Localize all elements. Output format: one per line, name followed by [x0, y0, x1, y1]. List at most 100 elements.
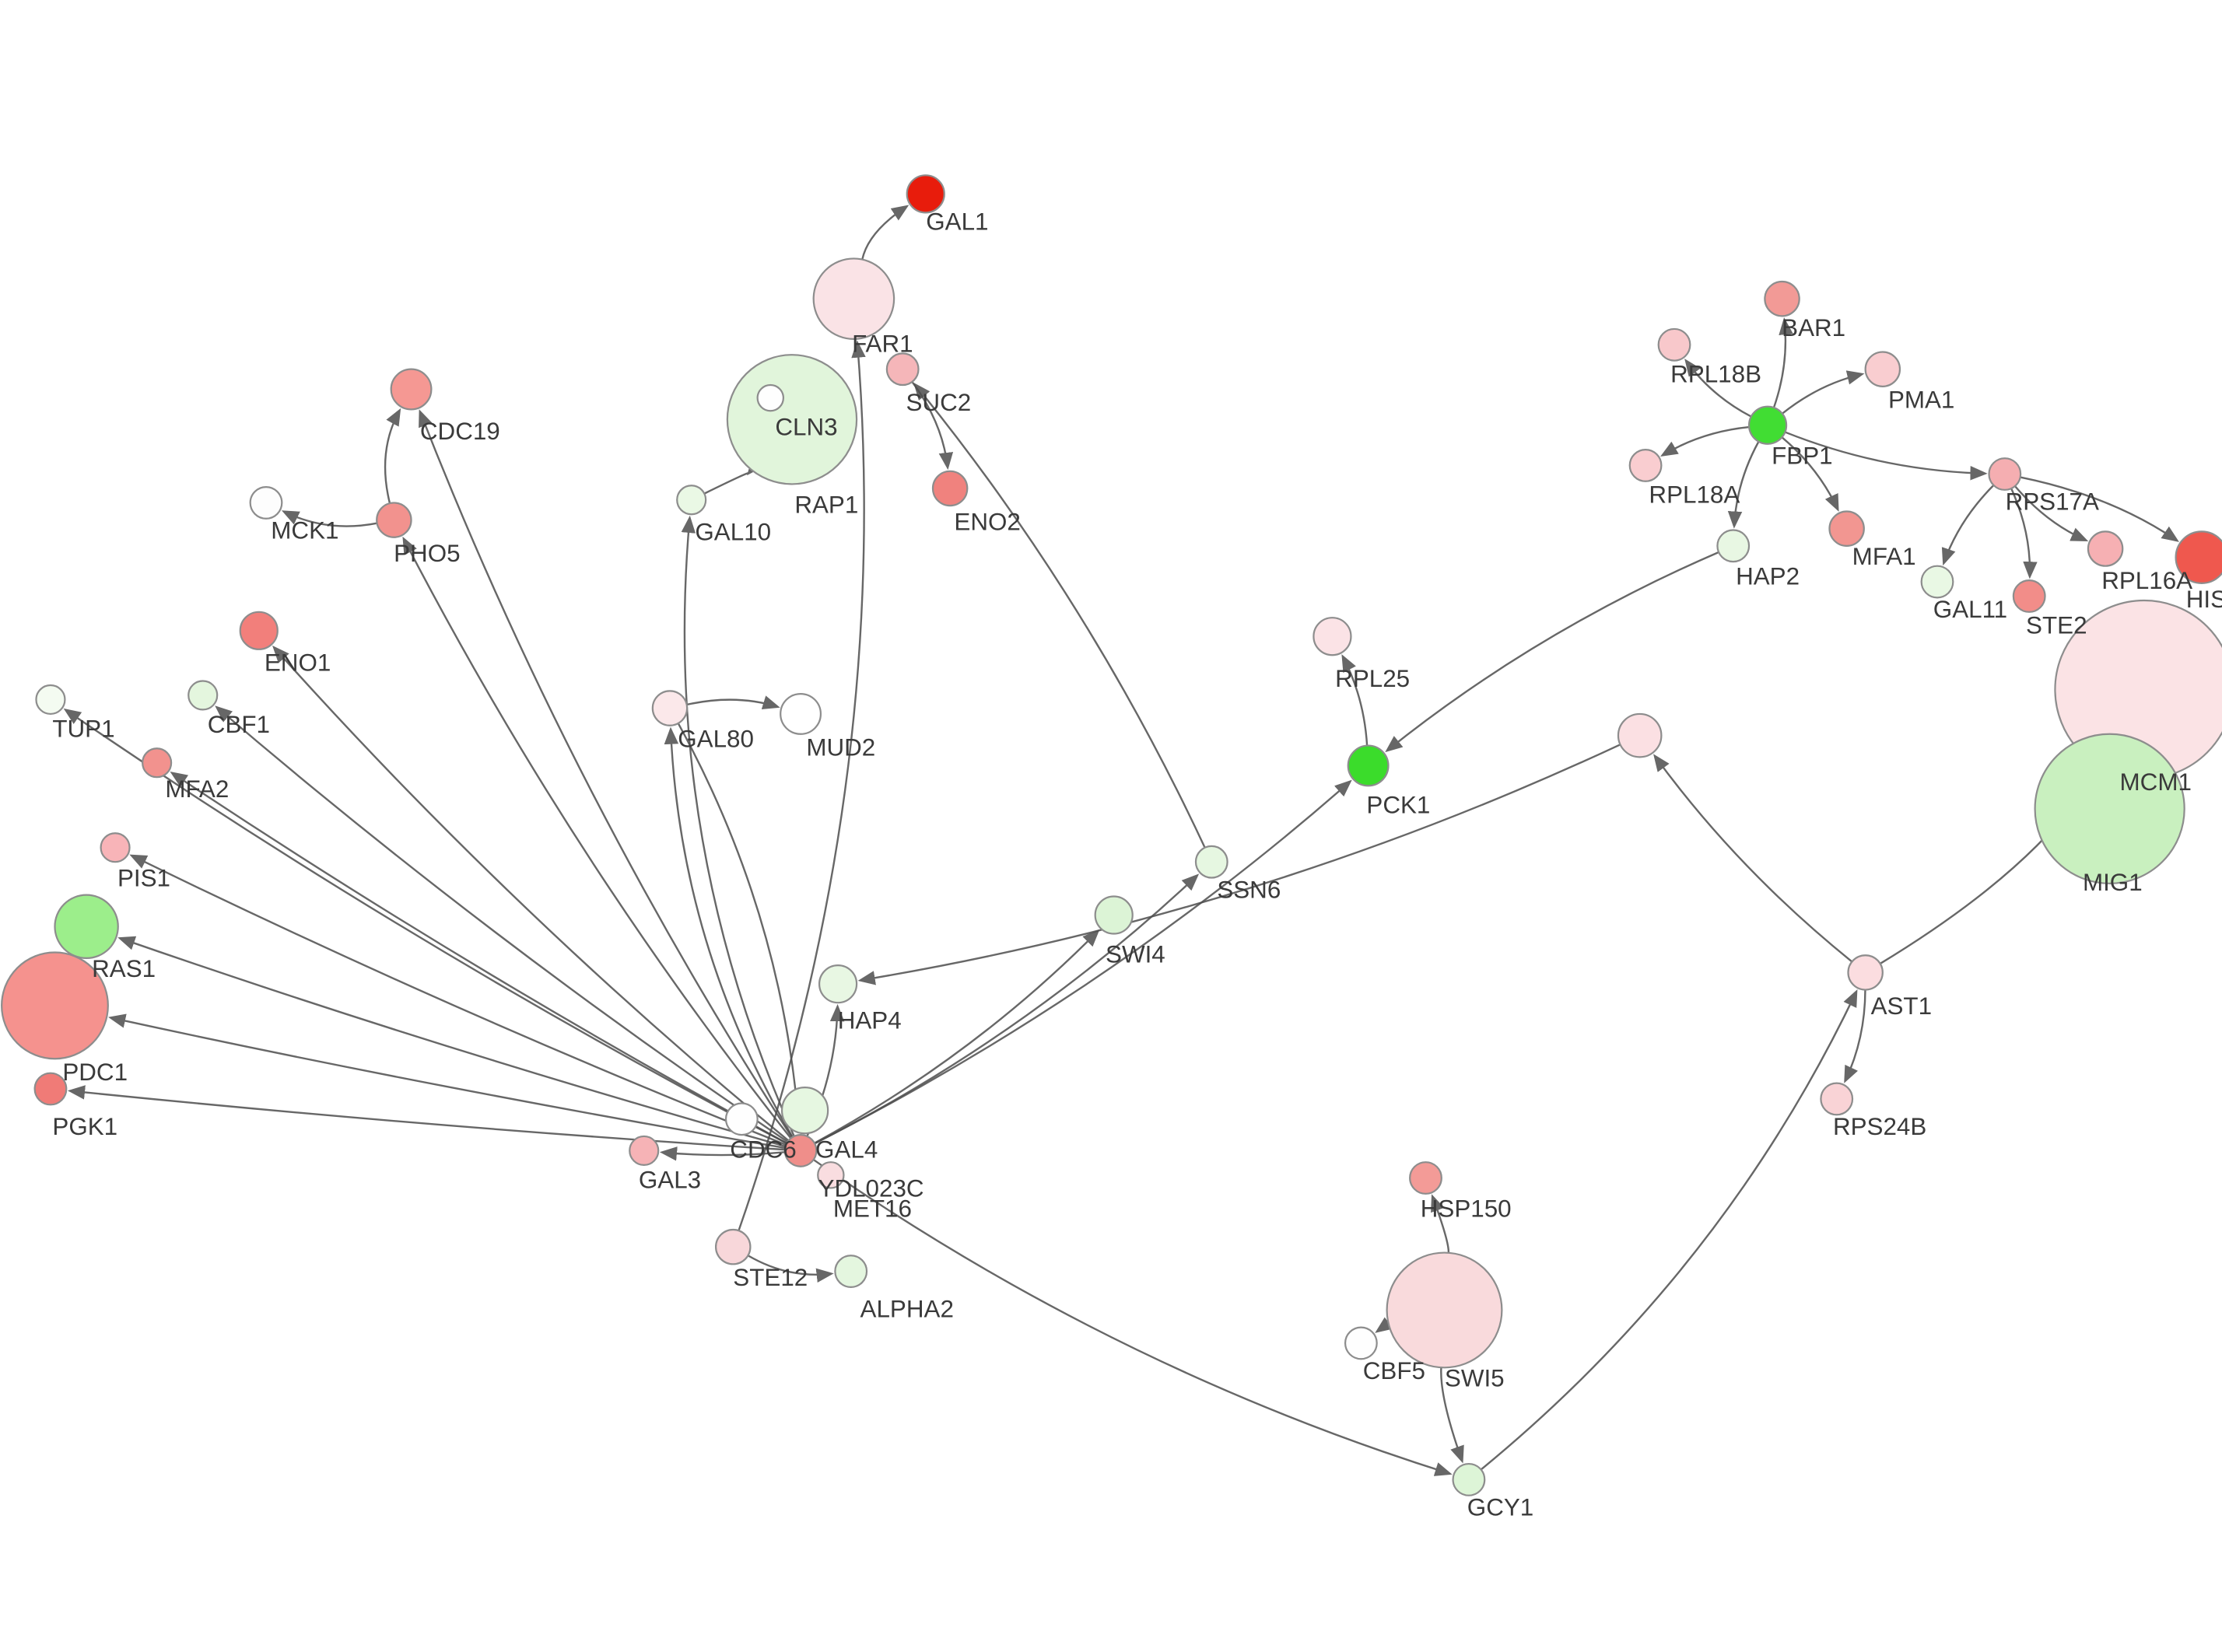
node-label-GCY1: GCY1	[1467, 1494, 1533, 1521]
node-RPL18A[interactable]	[1628, 448, 1663, 482]
node-STE12[interactable]	[714, 1228, 752, 1265]
node-RPS17A[interactable]	[1988, 457, 2022, 491]
edge-GAL4-GAL10	[681, 515, 795, 1137]
edge-GAL4-CDC19	[419, 409, 793, 1139]
edge-GAL4-PIS1	[129, 854, 787, 1146]
node-CBF5[interactable]	[1344, 1326, 1378, 1360]
node-PCK1[interactable]	[1347, 744, 1390, 787]
node-label-STE12: STE12	[733, 1264, 808, 1291]
edge-GAL4-PHO5	[402, 536, 792, 1139]
edge-RPS17A-STE2	[2010, 488, 2038, 579]
node-PHO5[interactable]	[376, 502, 412, 538]
node-SSN6[interactable]	[1194, 845, 1228, 879]
edge-FBP1-RPS17A	[1784, 431, 1988, 481]
node-RPS24B[interactable]	[1820, 1082, 1854, 1116]
node-label-MCK1: MCK1	[271, 517, 338, 544]
node-label-GAL10: GAL10	[695, 518, 771, 545]
node-PIS1[interactable]	[100, 832, 131, 863]
node-RPL18B[interactable]	[1657, 327, 1691, 362]
edge-PHO5-CDC19	[384, 408, 401, 504]
node-label-PCK1: PCK1	[1366, 791, 1430, 818]
edge-STE12-FAR1	[738, 340, 866, 1231]
node-RAP1[interactable]	[726, 354, 858, 485]
node-label-RPL18B: RPL18B	[1670, 360, 1761, 387]
node-label-GAL4: GAL4	[815, 1136, 878, 1164]
node-AST1[interactable]	[1847, 954, 1884, 991]
edge-GAL4-PCK1	[814, 779, 1352, 1145]
node-ENO1[interactable]	[239, 611, 279, 650]
node-RAS1[interactable]	[54, 894, 119, 960]
node-PGK1[interactable]	[33, 1072, 68, 1106]
edge-GAL80-MUD2	[686, 695, 780, 710]
node-GAL1[interactable]	[906, 174, 945, 214]
node-CLN3[interactable]	[756, 383, 785, 412]
node-PDC1[interactable]	[1, 951, 109, 1060]
node-SWI4[interactable]	[1094, 895, 1134, 935]
node-MFA2[interactable]	[142, 747, 173, 779]
node-label-TUP1: TUP1	[52, 715, 114, 742]
node-GAL10[interactable]	[676, 485, 707, 516]
node-label-BAR1: BAR1	[1782, 314, 1845, 341]
node-MUD2[interactable]	[780, 692, 822, 735]
edge-GAL4-PDC1	[108, 1013, 786, 1150]
node-SUC2[interactable]	[885, 352, 920, 387]
node-label-GAL3: GAL3	[639, 1166, 701, 1193]
node-ALPHA2[interactable]	[834, 1255, 868, 1288]
node-MIG1[interactable]	[2034, 733, 2185, 884]
node-label-CDC19: CDC19	[420, 418, 500, 445]
node-HSP150[interactable]	[1409, 1161, 1442, 1195]
node-GAL11[interactable]	[1920, 565, 1954, 599]
node-CDC6[interactable]	[724, 1102, 759, 1136]
node-SWI5[interactable]	[1386, 1251, 1503, 1369]
node-label-HAP2: HAP2	[1736, 563, 1800, 590]
node-GAL80[interactable]	[651, 690, 689, 726]
node-RPL25[interactable]	[1313, 617, 1352, 656]
node-MFA1[interactable]	[1828, 510, 1865, 547]
node-TUP1[interactable]	[35, 684, 66, 716]
node-MCK1[interactable]	[249, 486, 283, 520]
node-label-PDC1: PDC1	[62, 1059, 128, 1086]
node-label-MCM1: MCM1	[2120, 768, 2192, 796]
node-label-RPL18A: RPL18A	[1649, 481, 1740, 508]
node-label-HAP4: HAP4	[838, 1006, 902, 1034]
edge-GAL80-GAL4	[677, 723, 806, 1134]
node-label-FBP1: FBP1	[1772, 443, 1832, 470]
node-YDL023C[interactable]	[780, 1087, 829, 1135]
node-HIS4[interactable]	[2175, 530, 2222, 584]
edge-GAL4-RAS1	[117, 936, 786, 1148]
node-label-SWI4: SWI4	[1106, 940, 1165, 968]
edge-FBP1-HAP2	[1727, 441, 1760, 529]
node-GAL4[interactable]	[783, 1133, 818, 1167]
node-N1[interactable]	[1617, 712, 1663, 758]
node-label-SSN6: SSN6	[1217, 876, 1281, 903]
node-label-RAP1: RAP1	[794, 491, 858, 518]
node-CDC19[interactable]	[390, 368, 433, 411]
edge-FBP1-PMA1	[1782, 370, 1865, 415]
node-GAL3[interactable]	[629, 1135, 660, 1166]
node-GCY1[interactable]	[1452, 1462, 1486, 1496]
node-RPL16A[interactable]	[2087, 530, 2124, 567]
edge-GAL4-SWI4	[814, 929, 1100, 1144]
node-label-AST1: AST1	[1871, 992, 1932, 1020]
node-label-PHO5: PHO5	[394, 540, 460, 567]
node-HAP2[interactable]	[1716, 529, 1751, 563]
edge-HAP2-PCK1	[1385, 551, 1719, 753]
edge-FBP1-RPL18A	[1660, 425, 1750, 457]
edge-SSN6-SUC2	[913, 382, 1206, 849]
node-label-RPL25: RPL25	[1335, 665, 1410, 692]
node-ENO2[interactable]	[931, 470, 969, 507]
node-label-SUC2: SUC2	[906, 389, 972, 416]
node-label-MFA2: MFA2	[165, 775, 229, 803]
node-CBF1[interactable]	[188, 680, 219, 711]
edge-GCY1-AST1	[1480, 989, 1858, 1471]
node-FAR1[interactable]	[812, 257, 895, 340]
node-HAP4[interactable]	[818, 964, 858, 1004]
node-STE2[interactable]	[2012, 579, 2046, 613]
node-MET16[interactable]	[817, 1161, 845, 1189]
edge-GAL4-GCY1	[812, 1159, 1453, 1476]
node-BAR1[interactable]	[1764, 280, 1800, 317]
node-PMA1[interactable]	[1864, 351, 1901, 387]
node-FBP1[interactable]	[1747, 405, 1788, 445]
